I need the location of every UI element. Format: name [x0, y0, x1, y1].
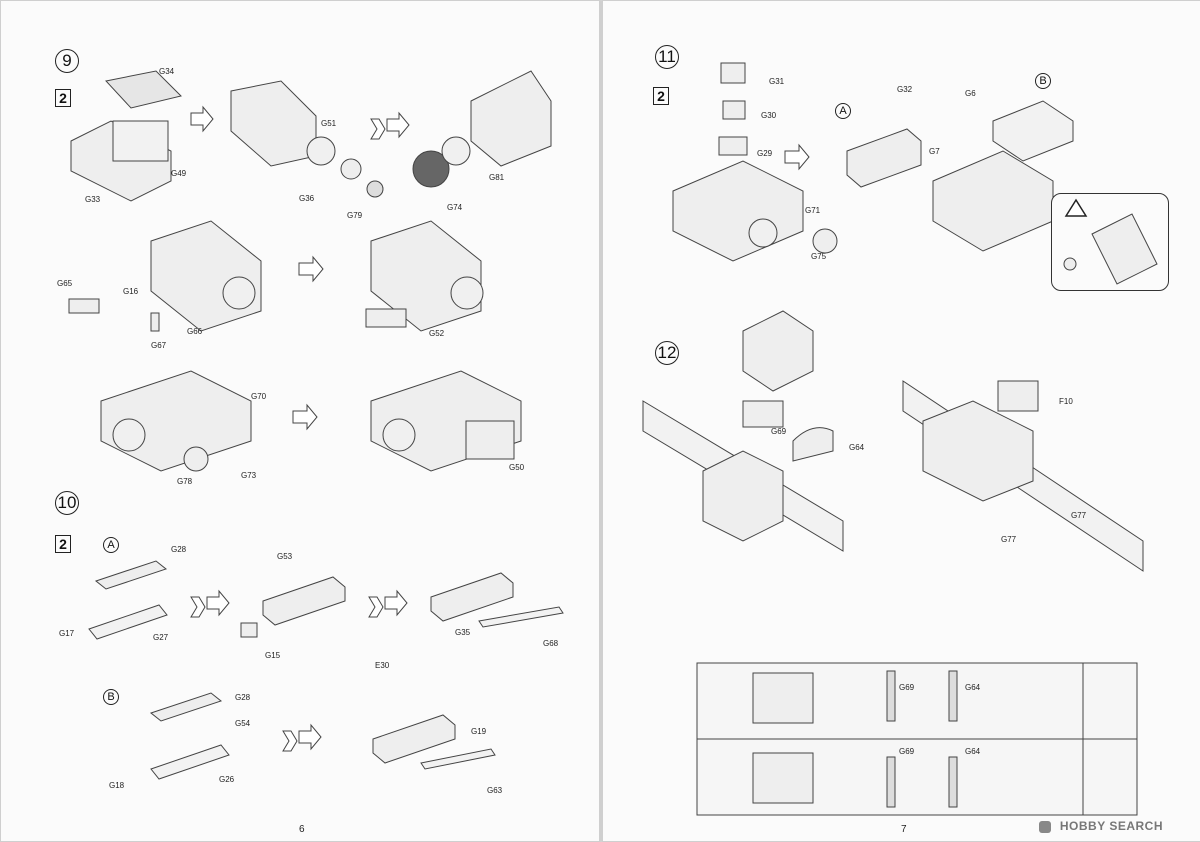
part-label: G50 — [509, 463, 525, 472]
sub-assembly-a: A — [103, 537, 119, 553]
part-label: G78 — [177, 477, 193, 486]
arrow-drawing — [190, 589, 230, 618]
step-number-11: 11 — [655, 45, 679, 69]
part-label: E30 — [375, 661, 390, 670]
two-pcs-badge: 2 — [55, 535, 71, 553]
step-number-12: 12 — [655, 341, 679, 365]
part-label: G52 — [429, 329, 445, 338]
part-label: G49 — [171, 169, 187, 178]
two-pcs-badge: 2 — [653, 87, 669, 105]
part-label: G69 — [899, 747, 915, 756]
two-pcs-badge: 2 — [55, 89, 71, 107]
part-label: G69 — [899, 683, 915, 692]
sub-assembly-b: B — [1035, 73, 1051, 89]
part-label: G36 — [299, 194, 315, 203]
part-label: G64 — [965, 747, 981, 756]
arrow-drawing — [368, 589, 408, 618]
sub-assembly-a: A — [835, 103, 851, 119]
warning-icon — [1064, 198, 1088, 217]
part-label: G30 — [761, 111, 777, 120]
engine-block-drawing — [702, 450, 784, 542]
engine-block-drawing — [150, 220, 262, 332]
arrow-drawing — [370, 111, 410, 140]
part-label: G79 — [347, 211, 363, 220]
part-label: G35 — [455, 628, 471, 637]
hobby-search-logo-icon — [1039, 821, 1051, 833]
engine-block-drawing — [370, 220, 482, 332]
part-label: G33 — [85, 195, 101, 204]
step-number-10: 10 — [55, 491, 79, 515]
manual-page-right: 11 2 A B G31 G30 G29 G32 G6 G7 G71 G75 1… — [602, 0, 1200, 842]
arrow-drawing — [298, 255, 324, 283]
part-label: G15 — [265, 651, 281, 660]
part-label: G77 — [1001, 535, 1017, 544]
arrow-drawing — [190, 105, 214, 133]
right-page-drawings — [642, 62, 1144, 816]
engine-block-drawing — [932, 150, 1054, 252]
part-label: G66 — [187, 327, 203, 336]
part-label: G26 — [219, 775, 235, 784]
arrow-drawing — [784, 143, 810, 171]
part-label: G18 — [109, 781, 125, 790]
badge-number: 2 — [59, 536, 67, 552]
badge-number: 2 — [657, 88, 665, 104]
part-label: G17 — [59, 629, 75, 638]
part-label: G34 — [159, 67, 175, 76]
page-number: 7 — [901, 824, 907, 835]
part-label: G74 — [447, 203, 463, 212]
part-label: G67 — [151, 341, 167, 350]
engine-block-drawing — [922, 400, 1034, 502]
part-label: G7 — [929, 147, 940, 156]
manual-page-left: 9 2 G34 G49 G33 G51 G36 G79 G74 G81 G65 … — [0, 0, 600, 842]
page-number: 6 — [299, 824, 305, 835]
part-label: G75 — [811, 252, 827, 261]
part-label: G68 — [543, 639, 559, 648]
part-label: G63 — [487, 786, 503, 795]
step-number-9: 9 — [55, 49, 79, 73]
watermark-text: HOBBY SEARCH — [1059, 819, 1163, 833]
part-label: G29 — [757, 149, 773, 158]
part-label: G27 — [153, 633, 169, 642]
warning-callout-art — [1063, 198, 1158, 285]
part-label: G28 — [171, 545, 187, 554]
badge-number: 2 — [59, 90, 67, 106]
part-label: G73 — [241, 471, 257, 480]
part-label: G32 — [897, 85, 913, 94]
engine-block-drawing — [672, 160, 804, 262]
part-label: G16 — [123, 287, 139, 296]
part-label: F10 — [1059, 397, 1073, 406]
part-label: G64 — [849, 443, 865, 452]
part-label: G77 — [1071, 511, 1087, 520]
part-label: G51 — [321, 119, 337, 128]
left-page-drawings — [68, 70, 564, 780]
part-label: G64 — [965, 683, 981, 692]
part-label: G53 — [277, 552, 293, 561]
part-label: G28 — [235, 693, 251, 702]
part-label: G70 — [251, 392, 267, 401]
part-label: G81 — [489, 173, 505, 182]
arrow-drawing — [282, 723, 322, 752]
sub-assembly-b: B — [103, 689, 119, 705]
part-label: G6 — [965, 89, 976, 98]
part-label: G69 — [771, 427, 787, 436]
engine-block-drawing — [742, 310, 814, 392]
arrow-drawing — [292, 403, 318, 431]
warning-callout — [1051, 193, 1169, 291]
part-label: G54 — [235, 719, 251, 728]
part-label: G71 — [805, 206, 821, 215]
part-label: G31 — [769, 77, 785, 86]
engine-block-drawing — [470, 70, 552, 167]
engine-block-drawing — [230, 80, 317, 167]
part-label: G19 — [471, 727, 487, 736]
part-label: G65 — [57, 279, 73, 288]
